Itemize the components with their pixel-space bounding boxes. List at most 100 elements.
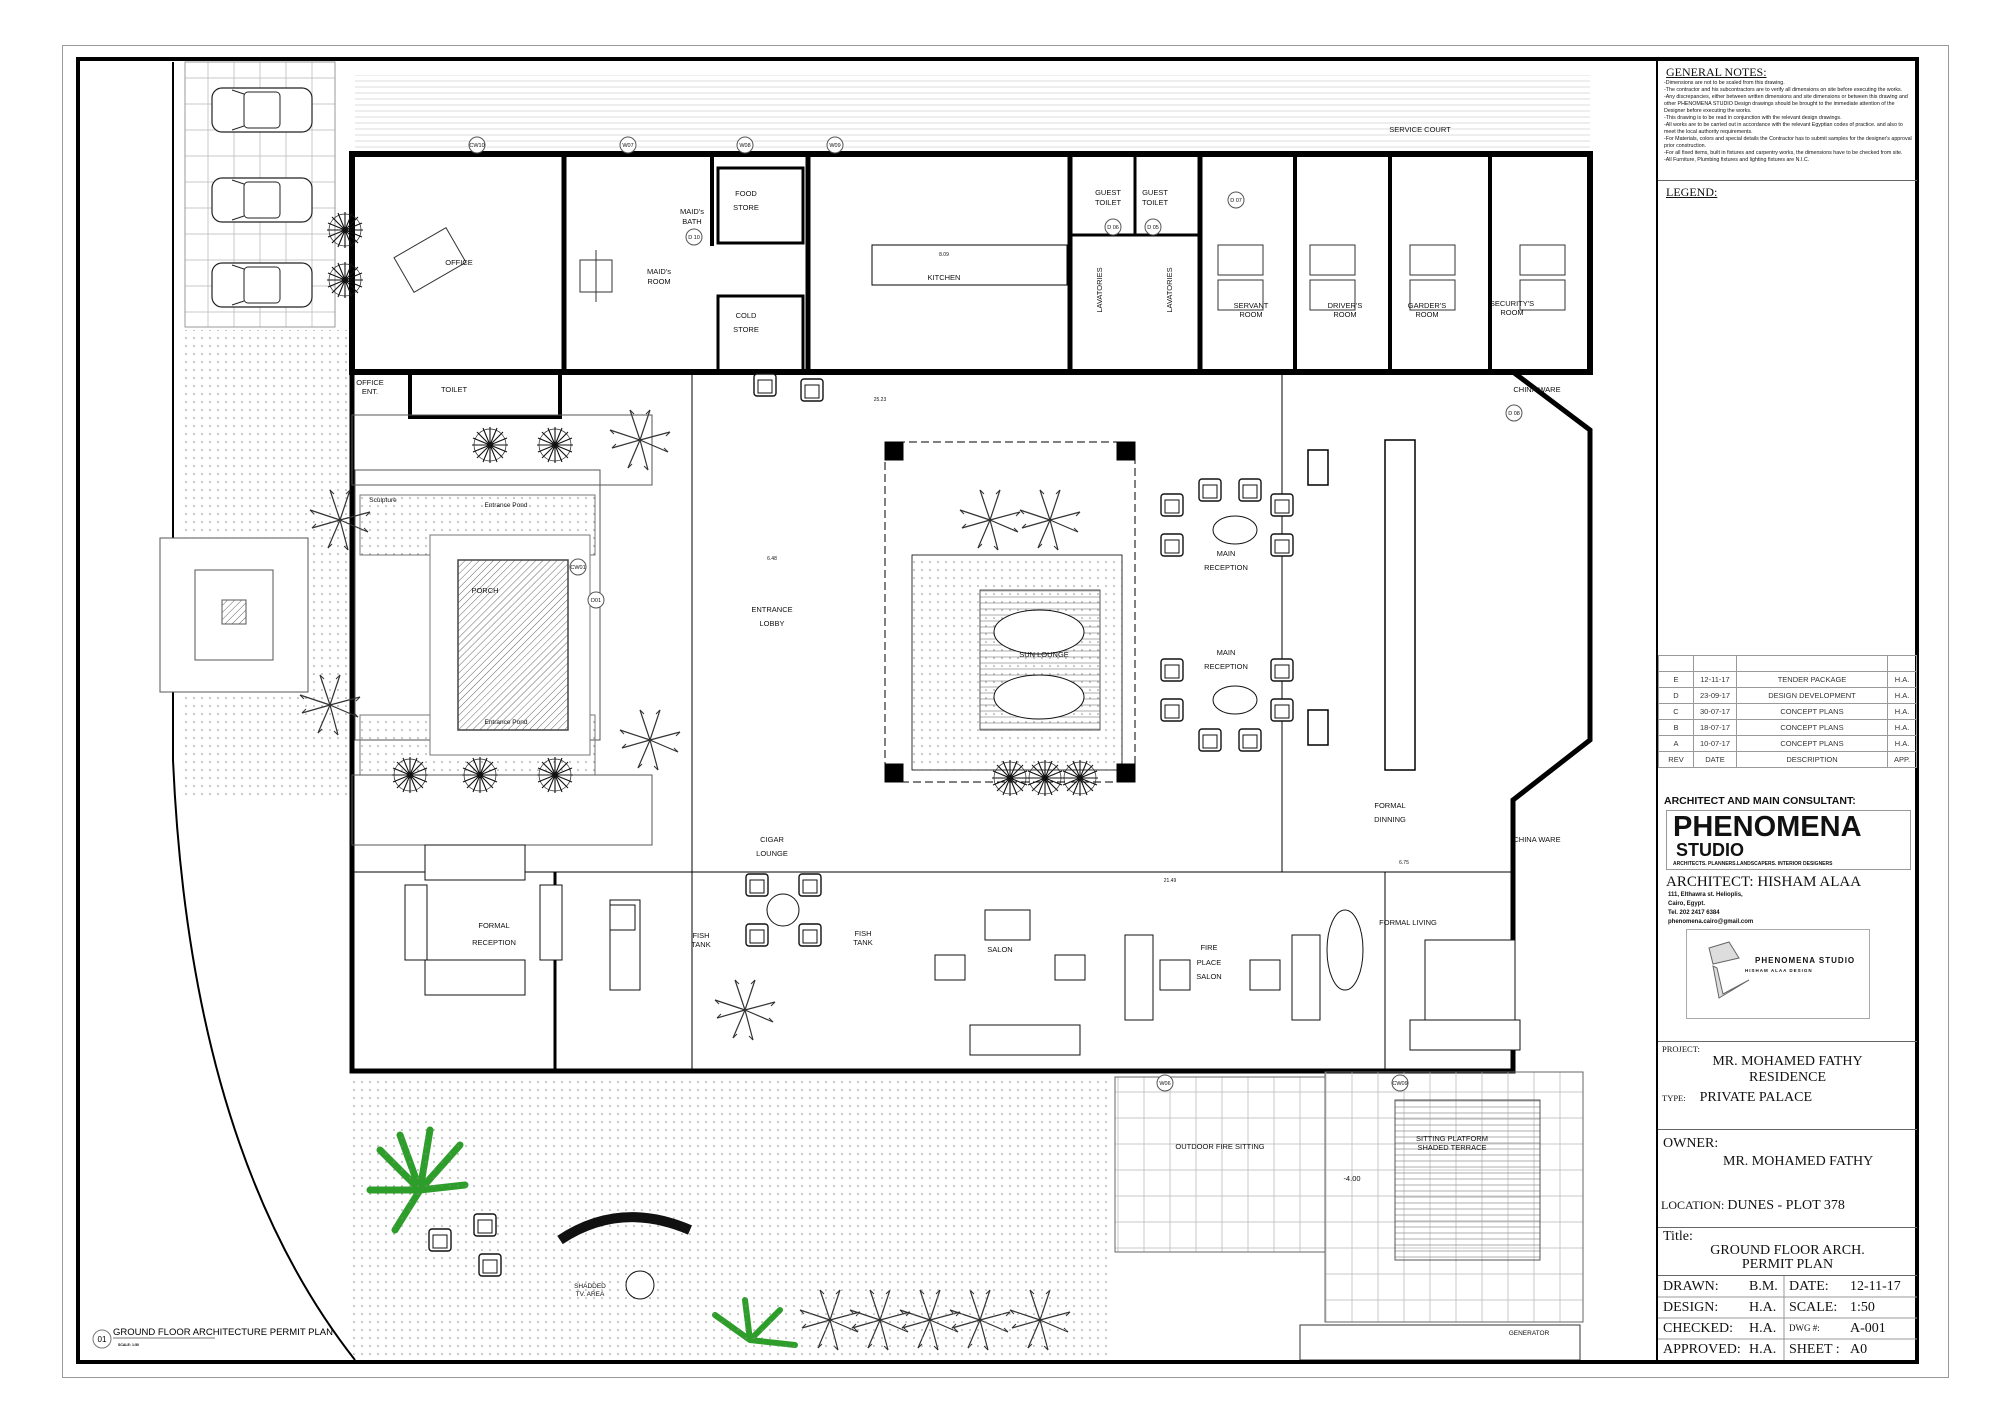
tag-cw09: CW09 bbox=[1391, 1074, 1409, 1092]
room-label-salon: SALON bbox=[987, 945, 1012, 954]
door-window-tags: CW10 W07 W08 W09 D 10 D 07 D 06 D 05 D01… bbox=[468, 136, 1523, 1092]
level-marker: -4.00 bbox=[1343, 1174, 1360, 1183]
sheet-title-2: PERMIT PLAN bbox=[1741, 1257, 1834, 1272]
tag-d08: D 08 bbox=[1505, 404, 1523, 422]
owner-name: MR. MOHAMED FATHY bbox=[1723, 1154, 1874, 1169]
legend: LEGEND: bbox=[1658, 181, 1917, 667]
svg-text:D 06: D 06 bbox=[1107, 225, 1119, 231]
room-label-lavatories: LAVATORIES bbox=[1095, 267, 1104, 312]
room-label-generator: GENERATOR bbox=[1509, 1330, 1550, 1337]
tag-cw01: CW01 bbox=[569, 558, 587, 576]
dimension-main: 21.49 bbox=[1164, 878, 1177, 884]
drawing-title: 01 GROUND FLOOR ARCHITECTURE PERMIT PLAN… bbox=[92, 1327, 333, 1349]
sheet-title: GROUND FLOOR ARCH. bbox=[1710, 1243, 1865, 1258]
room-label-sun-lounge: SUN LOUNGE bbox=[1019, 650, 1069, 659]
project-name-2: RESIDENCE bbox=[1749, 1070, 1826, 1085]
room-label-china-ware-2: CHINA WARE bbox=[1513, 835, 1560, 844]
tag-d10: D 10 bbox=[685, 228, 703, 246]
note-item: -For Materials, colors and special detai… bbox=[1664, 136, 1912, 149]
svg-text:D 08: D 08 bbox=[1508, 411, 1520, 417]
title-block: GENERAL NOTES: -Dimensions are not to be… bbox=[1656, 61, 1917, 1360]
svg-text:D01: D01 bbox=[591, 598, 601, 604]
studio-logo-graphic: PHENOMENA STUDIO HISHAM ALAA DESIGN bbox=[1686, 929, 1870, 1019]
main-building-walls bbox=[349, 369, 1593, 1074]
address-line: Cairo, Egypt. bbox=[1668, 901, 1706, 907]
drawing-number: 01 bbox=[98, 1335, 107, 1344]
svg-text:W06: W06 bbox=[1159, 1081, 1170, 1087]
note-item: -Dimensions are not to be scaled from th… bbox=[1664, 80, 1785, 86]
note-item: -All Furniture, Plumbing fixtures and li… bbox=[1664, 157, 1810, 163]
dimension-dining: 6.75 bbox=[1399, 860, 1409, 866]
logo-mark-icon bbox=[1708, 941, 1750, 999]
service-wing bbox=[349, 151, 1593, 419]
checked-by: H.A. bbox=[1749, 1321, 1777, 1336]
entrance-courtyard bbox=[351, 414, 653, 846]
room-label-outdoor-fire-sitting: OUTDOOR FIRE SITTING bbox=[1175, 1142, 1264, 1151]
room-label-office: OFFICE bbox=[445, 258, 473, 267]
design-by: H.A. bbox=[1749, 1300, 1777, 1315]
architect-name: ARCHITECT: HISHAM ALAA bbox=[1666, 874, 1862, 890]
address-line: 111, Elthawra st. Helioplis, bbox=[1668, 892, 1743, 898]
svg-text:W08: W08 bbox=[739, 143, 750, 149]
sheet-outer-border bbox=[62, 45, 1949, 1378]
label-sculpture: Sculpture bbox=[369, 497, 397, 504]
svg-text:CW01: CW01 bbox=[570, 565, 585, 571]
label-entrance-pond: Entrance Pond bbox=[484, 502, 527, 509]
tag-w06: W06 bbox=[1156, 1074, 1174, 1092]
tag-d05: D 05 bbox=[1144, 218, 1162, 236]
email: phenomena.cairo@gmail.com bbox=[1668, 919, 1754, 925]
consultant-heading: ARCHITECT AND MAIN CONSULTANT: bbox=[1664, 795, 1856, 807]
tag-d06: D 06 bbox=[1104, 218, 1122, 236]
service-furniture bbox=[393, 226, 1566, 311]
outdoor-areas bbox=[352, 1071, 1584, 1360]
general-notes-heading: GENERAL NOTES: bbox=[1666, 65, 1767, 79]
dimension-top: 25.23 bbox=[874, 397, 887, 403]
svg-text:CW10: CW10 bbox=[469, 143, 484, 149]
drawing-title-section: Title: GROUND FLOOR ARCH. PERMIT PLAN bbox=[1658, 1228, 1917, 1276]
parking-area bbox=[184, 61, 336, 328]
tag-d01: D01 bbox=[587, 591, 605, 609]
svg-text:W09: W09 bbox=[829, 143, 840, 149]
svg-text:CW09: CW09 bbox=[1392, 1081, 1407, 1087]
svg-text:D 10: D 10 bbox=[688, 235, 700, 241]
room-label-porch: PORCH bbox=[471, 586, 498, 595]
legend-heading: LEGEND: bbox=[1666, 185, 1718, 199]
tag-w08: W08 bbox=[736, 136, 754, 154]
drawing-scale: SCALE: 1:50 bbox=[118, 1343, 139, 1347]
furniture bbox=[404, 373, 1521, 1056]
project-name: MR. MOHAMED FATHY bbox=[1712, 1054, 1863, 1069]
room-label-china-ware: CHINA WARE bbox=[1513, 385, 1560, 394]
tag-cw10: CW10 bbox=[468, 136, 486, 154]
note-item: -For all fixed items, built in fixtures … bbox=[1664, 150, 1903, 156]
telephone: Tel. 202 2417 6384 bbox=[1668, 910, 1720, 916]
project-type: PRIVATE PALACE bbox=[1699, 1090, 1813, 1105]
dimension-lobby: 6.48 bbox=[767, 556, 777, 562]
note-item: -This drawing is to be read in conjuncti… bbox=[1664, 115, 1842, 121]
room-label-service-court: SERVICE COURT bbox=[1389, 125, 1451, 134]
tag-d07: D 07 bbox=[1227, 191, 1245, 209]
note-item: -The contractor and his subcontractors a… bbox=[1664, 87, 1903, 93]
drawing-number-value: A-001 bbox=[1850, 1321, 1886, 1336]
note-item: -All works are to be carried out in acco… bbox=[1664, 122, 1903, 135]
room-label-formal-living: FORMAL LIVING bbox=[1379, 918, 1437, 927]
drawing-title-text: GROUND FLOOR ARCHITECTURE PERMIT PLAN bbox=[113, 1327, 333, 1338]
